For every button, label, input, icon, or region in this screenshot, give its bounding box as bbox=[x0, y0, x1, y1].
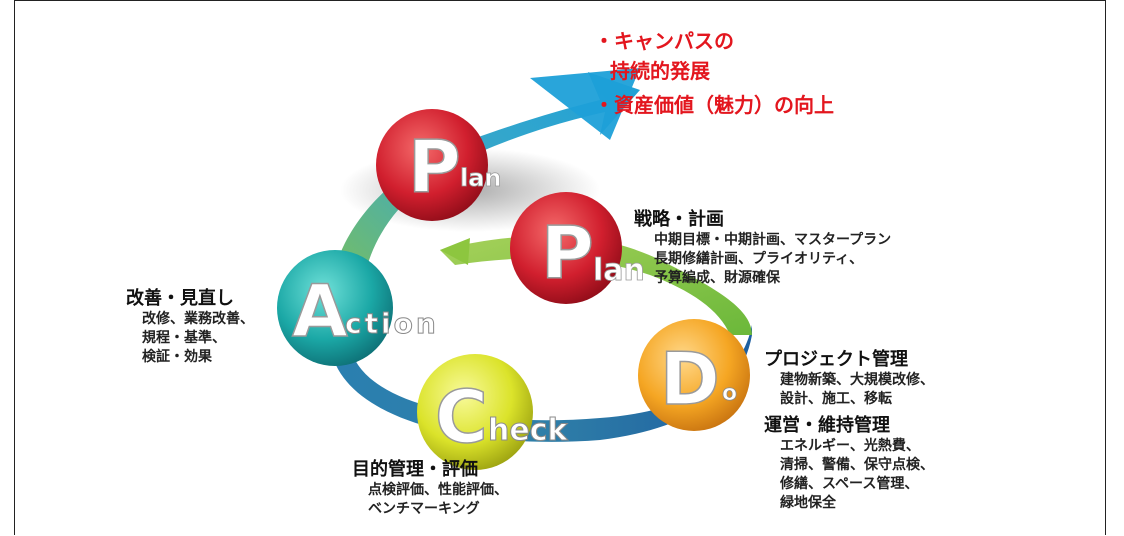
goals-block: ・キャンパスの 持続的発展 ・資産価値（魅力）の向上 bbox=[594, 26, 834, 120]
plan-item: 予算編成、財源確保 bbox=[654, 270, 780, 286]
action-letter: A bbox=[292, 269, 348, 353]
plan-text-block: 戦略・計画 中期目標・中期計画、マスタープラン 長期修繕計画、プライオリティ、 … bbox=[634, 205, 891, 288]
do-text-block: プロジェクト管理 建物新築、大規模改修、 設計、施工、移転 運営・維持管理 エネ… bbox=[764, 345, 934, 513]
plan-inner-letter: P bbox=[541, 211, 594, 295]
do-item: 設計、施工、移転 bbox=[780, 391, 892, 407]
plan-item: 長期修繕計画、プライオリティ、 bbox=[654, 251, 864, 267]
action-item: 改修、業務改善、 bbox=[142, 311, 254, 327]
action-ball bbox=[277, 250, 393, 366]
spiral-arrowhead bbox=[530, 68, 640, 140]
goal-line-1: ・キャンパスの bbox=[594, 29, 734, 53]
check-suffix: heck bbox=[488, 413, 568, 448]
check-item: ベンチマーキング bbox=[368, 501, 480, 517]
plan-item: 中期目標・中期計画、マスタープラン bbox=[654, 232, 892, 248]
do-item: エネルギー、光熱費、 bbox=[780, 438, 920, 454]
plan-outer-letter: P bbox=[408, 125, 461, 209]
goal-line-2: 持続的発展 bbox=[610, 59, 710, 83]
check-letter: C bbox=[435, 375, 488, 459]
action-suffix: ction bbox=[345, 307, 439, 340]
check-ball bbox=[417, 354, 533, 470]
action-item: 検証・効果 bbox=[142, 349, 212, 365]
plan-heading: 戦略・計画 bbox=[634, 209, 724, 230]
do-ball bbox=[638, 319, 750, 431]
action-text-block: 改善・見直し 改修、業務改善、 規程・基準、 検証・効果 bbox=[126, 284, 254, 367]
do-item: 建物新築、大規模改修、 bbox=[780, 372, 934, 388]
plan-outer-ball bbox=[376, 109, 488, 221]
do-heading-project: プロジェクト管理 bbox=[764, 349, 908, 370]
do-heading-operation: 運営・維持管理 bbox=[764, 415, 890, 436]
do-item: 緑地保全 bbox=[780, 495, 836, 511]
do-suffix: o bbox=[722, 381, 737, 406]
plan-outer-suffix: lan bbox=[460, 164, 502, 192]
do-item: 清掃、警備、保守点検、 bbox=[780, 457, 934, 473]
check-text-block: 目的管理・評価 点検評価、性能評価、 ベンチマーキング bbox=[352, 455, 508, 519]
do-item: 修繕、スペース管理、 bbox=[780, 476, 919, 492]
goal-line-3: ・資産価値（魅力）の向上 bbox=[594, 93, 834, 117]
action-item: 規程・基準、 bbox=[142, 330, 226, 346]
check-heading: 目的管理・評価 bbox=[352, 459, 478, 480]
diagram-frame bbox=[14, 0, 1106, 535]
do-letter: D bbox=[660, 337, 720, 421]
plan-inner-ball bbox=[510, 192, 622, 304]
inner-arrow-tip bbox=[440, 238, 470, 265]
check-item: 点検評価、性能評価、 bbox=[368, 482, 508, 498]
plan-inner-suffix: lan bbox=[593, 253, 645, 288]
action-heading: 改善・見直し bbox=[126, 288, 234, 309]
